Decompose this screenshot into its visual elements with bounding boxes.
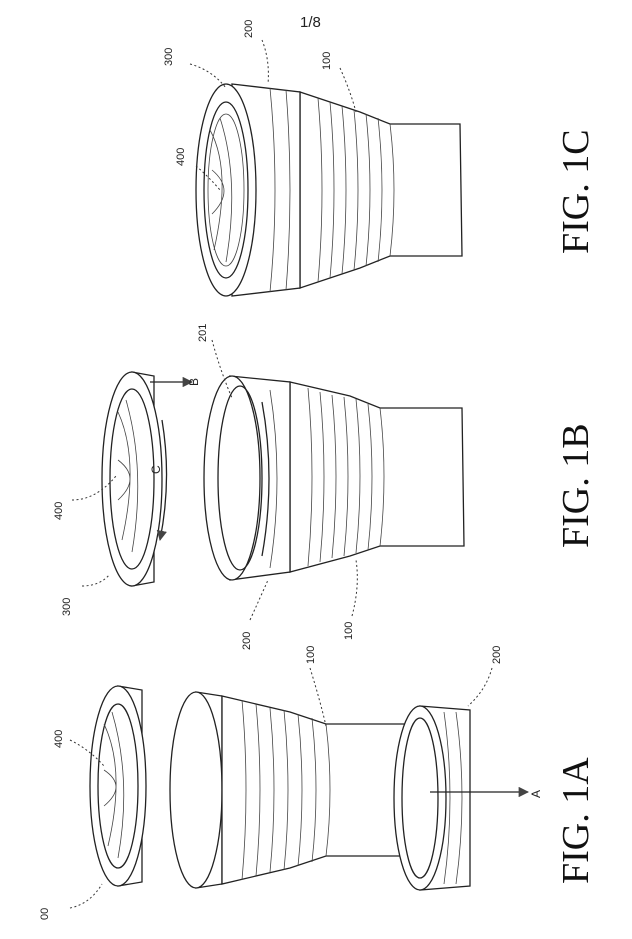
fig-1b-ref-100: 100 (343, 622, 355, 640)
fig-1a-arrow-a-label: A (529, 790, 543, 798)
page-number: 1/8 (300, 14, 321, 31)
fig-1a-ref-100: 100 (305, 646, 317, 664)
fig-1b-arrow-b: B (187, 378, 201, 386)
fig-1b-assembly (71, 339, 465, 621)
fig-1a-ref-00: 00 (39, 908, 51, 920)
fig-1b-arrow-c: C (149, 465, 163, 474)
fig-1b-ref-400: 400 (53, 502, 65, 520)
fig-1c-ref-200: 200 (243, 20, 255, 38)
fig-1c-ref-300: 300 (163, 48, 175, 66)
fig-1c-assembly (189, 39, 463, 297)
fig-1b-label: FIG. 1B (555, 423, 597, 548)
fig-1c-ref-100: 100 (321, 52, 333, 70)
fig-1c-ref-400: 400 (175, 148, 187, 166)
fig-1a-ref-200: 200 (491, 646, 503, 664)
fig-1a-label: FIG. 1A (555, 757, 597, 884)
fig-1a-assembly (69, 667, 530, 909)
fig-1c-label: FIG. 1C (555, 129, 597, 254)
fig-1b-ref-201: 201 (197, 324, 209, 342)
fig-1b-ref-300: 300 (61, 598, 73, 616)
fig-1b-ref-200: 200 (241, 632, 253, 650)
fig-1a-ref-400: 400 (53, 730, 65, 748)
